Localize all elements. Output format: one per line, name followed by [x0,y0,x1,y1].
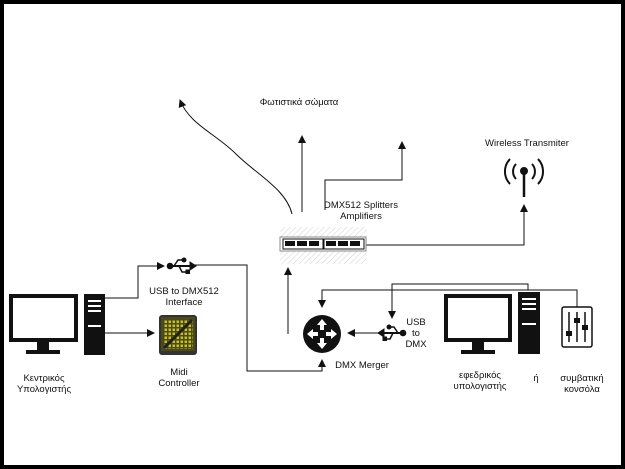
usb-icon-right [377,324,407,341]
splitters-label: DMX512 Splitters Amplifiers [324,200,398,222]
link-backup-to-usbdmx [388,283,529,319]
main-pc-label: Κεντρικός Υπολογιστής [16,373,72,395]
pc-tower-icon [84,294,105,355]
backup-pc-label: εφεδρικός υπολογιστής [453,370,507,392]
diagram-canvas: Φωτιστικά σώματα Wireless Transmiter DMX… [4,4,621,465]
or-label: ή [533,373,539,384]
backup-monitor-icon [444,294,512,354]
dmx-splitter-icon [279,227,367,264]
antenna-icon [503,158,545,197]
link-pc-to-usb [104,262,165,299]
link-splitter-to-fixtures-right [324,141,406,210]
link-console-to-merger [318,289,578,308]
midi-controller-label: Midi Controller [158,367,200,389]
midi-controller-icon [159,315,197,355]
monitor-icon [9,294,78,354]
dmx-merger-label: DMX Merger [335,360,389,371]
diagram-graphics [9,99,593,372]
link-splitter-to-wireless [366,204,528,246]
backup-pc-tower-icon [518,292,540,354]
usb-to-dmx-label: USB to DMX [405,317,427,350]
link-splitter-to-fixtures-left [178,99,293,215]
console-label: συμβατική κονσόλα [560,373,604,395]
wireless-transmitter-label: Wireless Transmiter [485,138,569,149]
connector-lines [104,99,578,372]
dmx-merger-icon [303,315,341,353]
link-usb-to-merger [194,264,326,372]
mixing-console-icon [561,306,593,348]
usb-dmx512-interface-label: USB to DMX512 Interface [149,286,219,308]
fixtures-label: Φωτιστικά σώματα [259,97,339,108]
usb-icon [166,257,197,274]
